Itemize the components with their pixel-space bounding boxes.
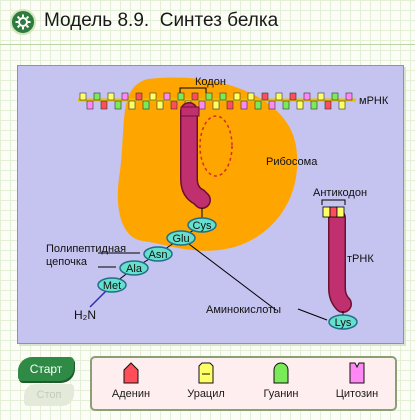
- svg-text:Glu: Glu: [172, 233, 189, 245]
- mrna-base: [275, 92, 283, 101]
- ribosome: [117, 77, 298, 251]
- mrna-base: [212, 100, 220, 110]
- mrna-base: [310, 100, 318, 110]
- mrna-base: [156, 100, 164, 110]
- n-terminus-label: H₂N: [74, 308, 96, 322]
- mrna-base: [282, 100, 290, 110]
- gear-icon: [10, 9, 36, 35]
- amino-acid-cys: Cys: [187, 217, 217, 233]
- amino-acid-asn: Asn: [143, 246, 173, 262]
- codon-label: Кодон: [195, 76, 226, 88]
- legend-label-adenine: Аденин: [111, 388, 151, 400]
- amino-acid-met: Met: [97, 277, 127, 293]
- mrna-base: [100, 100, 108, 110]
- mrna-base: [114, 100, 122, 110]
- svg-text:Ala: Ala: [126, 263, 143, 275]
- mrna-base: [317, 92, 325, 101]
- start-button[interactable]: Старт: [18, 357, 74, 381]
- polypeptide-label-line2: цепочка: [46, 256, 88, 268]
- mrna-base: [261, 92, 269, 101]
- trna-in-ribosome: [180, 102, 211, 218]
- header: Модель 8.9. Синтез белка: [0, 0, 415, 46]
- mrna-base: [86, 100, 94, 110]
- mrna-base: [303, 92, 311, 101]
- ribosome-label: Рибосома: [266, 156, 318, 168]
- mrna-base: [121, 92, 129, 101]
- svg-text:Met: Met: [103, 280, 121, 292]
- protein-synthesis-diagram: Cys Glu Asn Ala Met Lys Кодон мРНК Рибос…: [46, 76, 389, 330]
- mrna-base: [247, 92, 255, 101]
- amino-acid-lys: Lys: [328, 314, 358, 330]
- codon-bracket: [179, 87, 207, 93]
- anticodon-bracket: [321, 199, 346, 205]
- anticodon-bases: [322, 206, 345, 218]
- amino-acid-glu: Glu: [166, 230, 196, 246]
- mrna-base: [79, 92, 87, 101]
- trna-label: тРНК: [347, 253, 374, 265]
- uracil-swatch: [198, 362, 214, 384]
- svg-text:Lys: Lys: [335, 317, 352, 329]
- mrna-base: [268, 100, 276, 110]
- mrna-base: [226, 100, 234, 110]
- leader-lines: [98, 237, 328, 321]
- mrna-base: [149, 92, 157, 101]
- mrna-base: [345, 92, 353, 101]
- polypeptide-label-line1: Полипептидная: [46, 243, 126, 255]
- guanine-swatch: [273, 362, 289, 384]
- adenine-swatch: [123, 362, 139, 384]
- legend-label-guanine: Гуанин: [263, 388, 299, 400]
- mrna-base: [177, 92, 185, 101]
- amino-acids-label: Аминокислоты: [206, 304, 281, 316]
- mrna-strand: [78, 92, 356, 110]
- legend-label-cytosine: Цитозин: [335, 388, 379, 400]
- legend-item-guanine: Гуанин: [245, 362, 317, 400]
- mrna-base: [128, 100, 136, 110]
- header-divider: [0, 44, 415, 45]
- mrna-base: [289, 92, 297, 101]
- mrna-base: [233, 92, 241, 101]
- mrna-label: мРНК: [359, 95, 389, 107]
- legend-item-adenine: Аденин: [95, 362, 167, 400]
- diagram-panel: Cys Glu Asn Ala Met Lys Кодон мРНК Рибос…: [17, 65, 404, 344]
- anticodon-label: Антикодон: [313, 187, 367, 199]
- page-title: Модель 8.9. Синтез белка: [44, 10, 279, 31]
- mrna-base: [240, 100, 248, 110]
- mrna-base: [296, 100, 304, 110]
- ribosome-pocket: [199, 115, 233, 177]
- mrna-base: [170, 100, 178, 110]
- free-trna: [321, 199, 352, 316]
- mrna-base: [205, 92, 213, 101]
- mrna-base: [331, 92, 339, 101]
- legend-item-uracil: Урацил: [170, 362, 242, 400]
- mrna-base: [191, 92, 199, 101]
- amino-acid-ala: Ala: [119, 260, 149, 276]
- stop-button[interactable]: Стоп: [24, 384, 74, 406]
- svg-text:Asn: Asn: [149, 249, 168, 261]
- mrna-base: [135, 92, 143, 101]
- mrna-base: [163, 92, 171, 101]
- legend-label-uracil: Урацил: [187, 388, 225, 400]
- svg-text:Cys: Cys: [193, 220, 212, 232]
- mrna-base: [254, 100, 262, 110]
- cytosine-swatch: [349, 362, 365, 384]
- mrna-base: [93, 92, 101, 101]
- mrna-base: [219, 92, 227, 101]
- legend-item-cytosine: Цитозин: [321, 362, 393, 400]
- mrna-base: [338, 100, 346, 110]
- mrna-base: [142, 100, 150, 110]
- mrna-base: [198, 100, 206, 110]
- mrna-base: [324, 100, 332, 110]
- nucleotide-legend: Аденин Урацил Гуанин Цитозин: [90, 356, 397, 411]
- mrna-base: [107, 92, 115, 101]
